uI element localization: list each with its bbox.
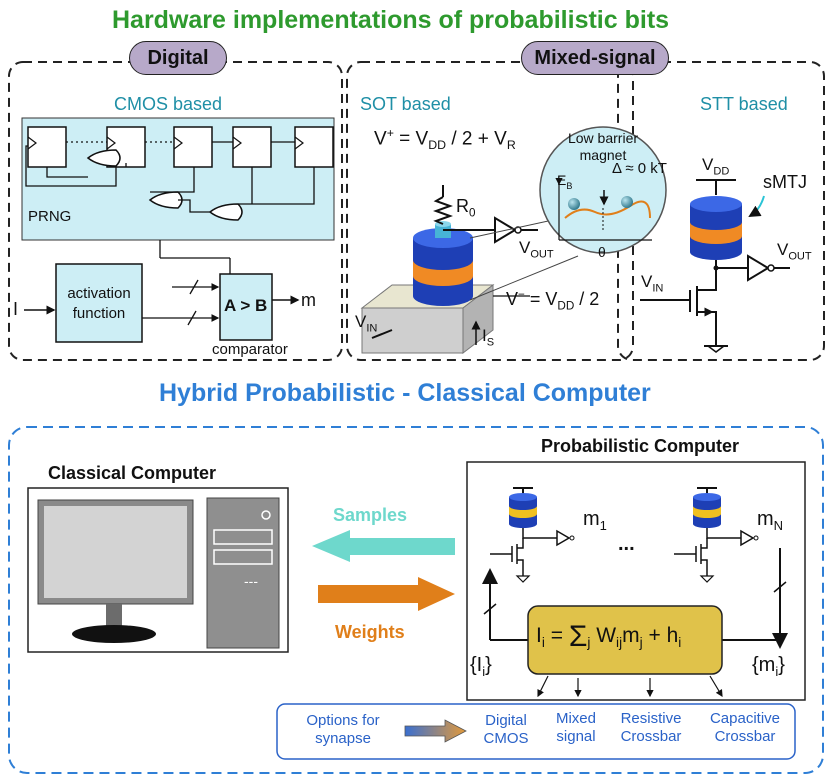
sot-device	[360, 221, 495, 355]
ellipsis: ...	[618, 533, 635, 555]
weights-arrow	[318, 577, 455, 611]
classical-label: Classical Computer	[48, 463, 217, 483]
xor-gates	[86, 149, 243, 221]
r0-label: R0	[456, 196, 476, 220]
resistor-r0	[433, 196, 453, 225]
smtj-label: sMTJ	[763, 172, 807, 192]
vminus-label: V− = VDD / 2	[506, 288, 600, 313]
samples-label: Samples	[333, 505, 408, 525]
synapse-options-box	[276, 703, 796, 760]
delta-label: Δ ≈ 0 kT	[612, 160, 667, 177]
stt-inverter	[747, 254, 770, 282]
li-label: {Ii}	[470, 654, 492, 679]
option-mixed-signal: Mixed signal	[555, 710, 596, 745]
pbit-n	[674, 487, 759, 583]
eb-label: EB	[557, 172, 573, 191]
cmos-heading: CMOS based	[114, 94, 223, 114]
m1-label: m1	[583, 508, 607, 533]
weights-label: Weights	[335, 622, 405, 642]
sot-heading: SOT based	[360, 94, 451, 114]
samples-arrow	[312, 530, 455, 562]
tower	[206, 497, 280, 649]
sot-panel	[346, 61, 634, 361]
theta-label: θ	[598, 244, 606, 260]
options-arrow	[404, 719, 467, 743]
tower-dashes: ---	[244, 573, 258, 589]
main-title: Hardware implementations of probabilisti…	[112, 6, 670, 34]
comparator-label: comparator	[212, 341, 288, 358]
shift-register	[27, 126, 334, 168]
stt-mtj	[690, 196, 742, 260]
compare-label: A > B	[224, 296, 268, 315]
option-digital-cmos: Digital CMOS	[483, 712, 529, 747]
mi-label: {mi}	[752, 654, 785, 679]
options-label: Options for synapse	[306, 712, 380, 747]
inset-title: Low barrier magnet	[567, 130, 639, 163]
stt-vin-label: VIN	[641, 272, 664, 295]
hybrid-panel	[8, 426, 824, 774]
activation-label: activation function	[67, 285, 131, 322]
comparator-box	[219, 273, 273, 341]
sot-vout-label: VOUT	[519, 238, 554, 261]
stt-vdd-label: VDD	[702, 155, 730, 178]
hybrid-title: Hybrid Probabilistic - Classical Compute…	[159, 379, 651, 407]
mn-label: mN	[757, 508, 784, 533]
stt-heading: STT based	[700, 94, 788, 114]
activation-box	[55, 263, 143, 343]
equation: Ii = Σj Wijmj + hi	[536, 620, 682, 653]
sot-vin-label: VIN	[355, 312, 378, 335]
output-m: m	[301, 290, 316, 310]
synapse-box	[527, 605, 723, 675]
option-resistive-crossbar: Resistive Crossbar	[620, 710, 682, 745]
is-label: IS	[482, 326, 495, 349]
mixed-signal-pill: Mixed-signal	[521, 41, 669, 75]
option-capacitive-crossbar: Capacitive Crossbar	[709, 710, 781, 745]
digital-pill: Digital	[129, 41, 227, 75]
probabilistic-label: Probabilistic Computer	[541, 436, 740, 456]
vplus-label: V+ = VDD / 2 + VR	[374, 126, 516, 153]
input-i: I	[13, 299, 19, 319]
stt-vout-label: VOUT	[777, 240, 812, 263]
energy-inset	[539, 126, 667, 254]
prng-label: PRNG	[28, 208, 72, 225]
pbit-1	[490, 487, 575, 583]
